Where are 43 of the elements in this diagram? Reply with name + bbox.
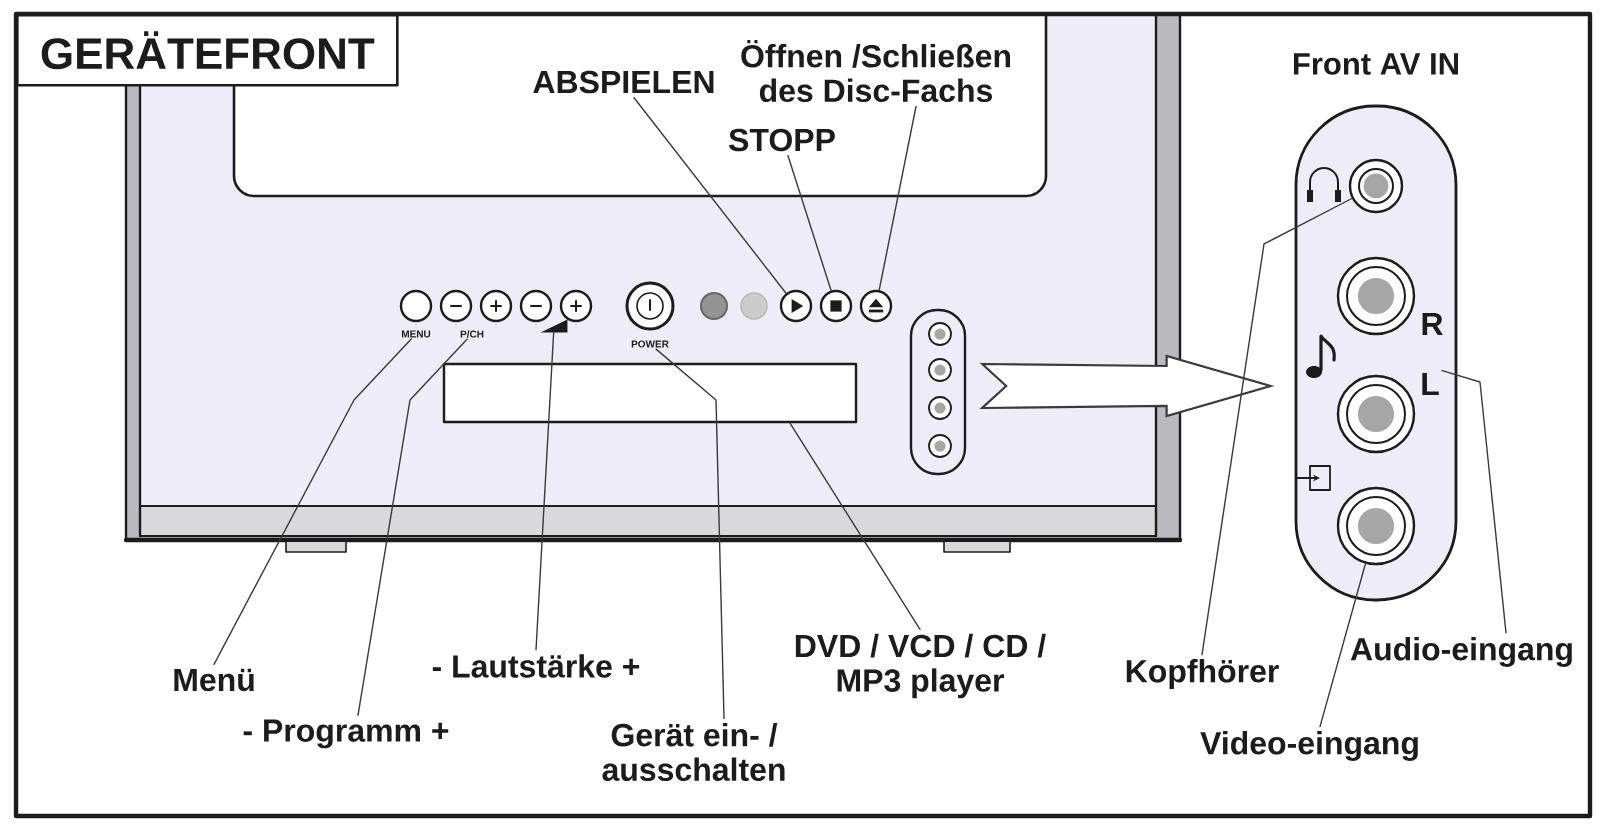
callout-label: Video-eingang	[1200, 731, 1418, 761]
callout-label: - Lautstärke +	[432, 654, 640, 678]
minus-button	[519, 289, 553, 323]
callout-label: - Programm +	[243, 719, 449, 749]
round-button	[399, 289, 433, 323]
callout-label: Öffnen /Schließen des Disc-Fachs	[741, 39, 1011, 103]
minus-button	[439, 289, 473, 323]
channel-letter: R	[1422, 313, 1443, 335]
play-button	[779, 289, 813, 323]
jack-socket	[1336, 374, 1416, 454]
callout-label: Menü	[174, 668, 254, 692]
leader-line	[1319, 563, 1367, 728]
plus-button	[559, 289, 593, 323]
leader-line	[357, 338, 468, 716]
leader-line	[1201, 197, 1353, 656]
channel-letter: L	[1422, 373, 1439, 395]
stop-button	[819, 289, 853, 323]
jack-socket	[1336, 486, 1416, 566]
panel-heading: Front AV IN	[1293, 53, 1458, 75]
leader-line	[1441, 369, 1507, 634]
leader-line	[787, 155, 832, 292]
callout-label: ABSPIELEN	[533, 70, 714, 94]
leader-line	[789, 422, 921, 631]
disc-slot	[442, 362, 858, 424]
volume-icon	[540, 319, 568, 333]
eject-button	[859, 289, 893, 323]
callout-label: Gerät ein- / ausschalten	[602, 722, 785, 781]
leader-line	[878, 105, 917, 291]
headphone-jack	[1348, 158, 1404, 214]
plus-button	[479, 289, 513, 323]
jack-socket	[1336, 256, 1416, 336]
callout-label: STOPP	[728, 128, 835, 152]
leader-line	[633, 97, 787, 294]
leader-line	[655, 348, 725, 720]
callout-label: Kopfhörer	[1126, 659, 1279, 689]
indicator-light	[740, 292, 768, 320]
callout-label: Audio-eingang	[1350, 637, 1572, 667]
block-arrow	[979, 354, 1275, 418]
power-button	[625, 281, 675, 331]
leader-line	[213, 338, 412, 666]
title-box: GERÄTEFRONT	[16, 14, 399, 87]
callout-label: DVD / VCD / CD / MP3 player	[795, 633, 1046, 699]
leader-line	[535, 331, 555, 651]
